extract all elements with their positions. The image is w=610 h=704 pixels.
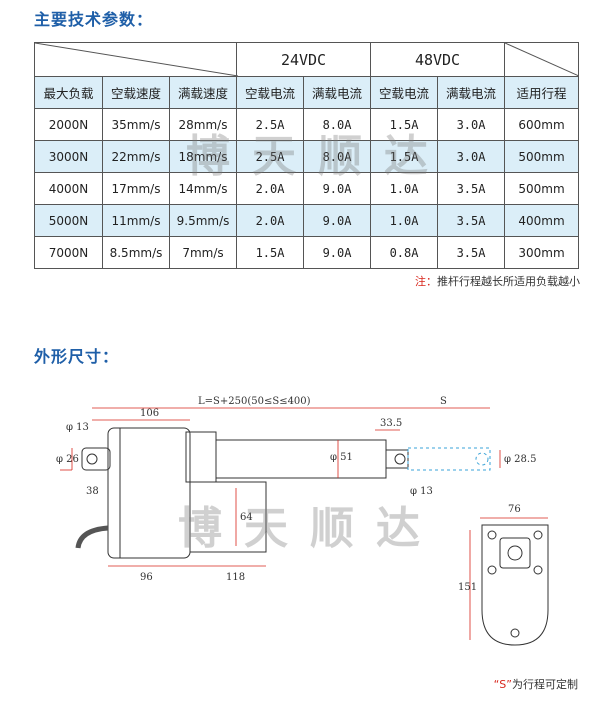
front-pin-hole (394, 453, 406, 465)
table-row: 4000N 17mm/s 14mm/s 2.0A 9.0A 1.0A 3.5A … (34, 172, 580, 205)
cell-full-load-speed: 14mm/s (168, 172, 238, 205)
rear-view (481, 524, 549, 646)
header-full-load-speed: 满载速度 (168, 76, 238, 109)
cell-24v-full-load: 8.0A (303, 108, 372, 141)
dim-64: 64 (240, 512, 253, 523)
rear-pin-hole (86, 453, 98, 465)
footer-note: “S”为行程可定制 (494, 676, 578, 692)
cell-no-load-speed: 11mm/s (102, 204, 170, 237)
cell-48v-full-load: 3.5A (437, 172, 506, 205)
cell-full-load-speed: 28mm/s (168, 108, 238, 141)
extended-rod (407, 447, 491, 471)
cell-load: 3000N (34, 140, 103, 173)
table-row: 7000N 8.5mm/s 7mm/s 1.5A 9.0A 0.8A 3.5A … (34, 236, 580, 269)
cell-48v-no-load: 1.5A (370, 140, 439, 173)
cell-full-load-speed: 7mm/s (168, 236, 238, 269)
note-text: 推杆行程越长所适用负载越小 (437, 275, 580, 288)
table-row: 3000N 22mm/s 18mm/s 2.5A 8.0A 1.5A 3.0A … (34, 140, 580, 173)
dim-phi13-right: φ 13 (410, 486, 433, 497)
header-stroke: 适用行程 (504, 76, 580, 109)
cell-stroke: 300mm (504, 236, 580, 269)
table-note: 注：推杆行程越长所适用负载越小 (415, 273, 580, 289)
cell-48v-no-load: 1.0A (370, 172, 439, 205)
header-max-load: 最大负载 (34, 76, 103, 109)
cell-48v-no-load: 0.8A (370, 236, 439, 269)
dim-76: 76 (508, 504, 521, 515)
header-48v-no-load-current: 空载电流 (370, 76, 439, 109)
cell-24v-no-load: 2.0A (236, 204, 305, 237)
table-corner-diagonal (33, 42, 238, 77)
dim-38: 38 (86, 486, 99, 497)
cell-no-load-speed: 8.5mm/s (102, 236, 170, 269)
header-no-load-speed: 空载速度 (102, 76, 170, 109)
dim-phi13-left: φ 13 (66, 422, 89, 433)
diagonal-line (35, 43, 238, 76)
cell-48v-full-load: 3.5A (437, 204, 506, 237)
cell-stroke: 600mm (504, 108, 580, 141)
actuator-drawing: L=S+250(50≤S≤400) S 106 33.5 φ 13 φ 26 3… (56, 396, 549, 646)
cell-load: 4000N (34, 172, 103, 205)
section-title-dimensions: 外形尺寸： (34, 347, 120, 366)
table-corner-diagonal-right (504, 42, 580, 77)
cell-48v-full-load: 3.0A (437, 108, 506, 141)
voltage-24-header: 24VDC (236, 42, 372, 77)
cell-48v-no-load: 1.0A (370, 204, 439, 237)
cell-24v-full-load: 8.0A (303, 140, 372, 173)
dim-96: 96 (140, 572, 153, 583)
diagonal-line (505, 43, 580, 76)
dim-118: 118 (226, 572, 245, 583)
outer-tube (215, 439, 387, 479)
header-48v-full-load-current: 满载电流 (437, 76, 506, 109)
dim-stroke: S (440, 396, 447, 407)
cell-stroke: 400mm (504, 204, 580, 237)
dim-phi51: φ 51 (330, 452, 353, 463)
header-24v-no-load-current: 空载电流 (236, 76, 305, 109)
cell-24v-no-load: 2.0A (236, 172, 305, 205)
table-row: 5000N 11mm/s 9.5mm/s 2.0A 9.0A 1.0A 3.5A… (34, 204, 580, 237)
cell-24v-full-load: 9.0A (303, 236, 372, 269)
cell-load: 7000N (34, 236, 103, 269)
note-prefix: 注： (415, 275, 437, 288)
motor (189, 481, 267, 553)
inner-rod (385, 449, 409, 469)
cell-stroke: 500mm (504, 140, 580, 173)
footer-text: 为行程可定制 (512, 678, 578, 691)
table-row: 2000N 35mm/s 28mm/s 2.5A 8.0A 1.5A 3.0A … (34, 108, 580, 141)
dim-33-5: 33.5 (380, 418, 402, 429)
cell-load: 2000N (34, 108, 103, 141)
cell-48v-full-load: 3.0A (437, 140, 506, 173)
cell-24v-no-load: 2.5A (236, 108, 305, 141)
cell-no-load-speed: 35mm/s (102, 108, 170, 141)
dim-106: 106 (140, 408, 159, 419)
cell-no-load-speed: 17mm/s (102, 172, 170, 205)
cell-48v-no-load: 1.5A (370, 108, 439, 141)
cell-24v-full-load: 9.0A (303, 204, 372, 237)
cell-load: 5000N (34, 204, 103, 237)
dim-length-formula: L=S+250(50≤S≤400) (198, 396, 311, 407)
dim-151: 151 (458, 582, 477, 593)
dim-phi28-5: φ 28.5 (504, 454, 536, 465)
cell-24v-no-load: 2.5A (236, 140, 305, 173)
cell-full-load-speed: 9.5mm/s (168, 204, 238, 237)
section-title-tech-params: 主要技术参数： (34, 10, 154, 29)
rear-clevis (81, 447, 111, 471)
cell-full-load-speed: 18mm/s (168, 140, 238, 173)
cell-24v-no-load: 1.5A (236, 236, 305, 269)
cell-24v-full-load: 9.0A (303, 172, 372, 205)
cell-stroke: 500mm (504, 172, 580, 205)
footer-quote-s: “S” (493, 678, 512, 691)
cell-no-load-speed: 22mm/s (102, 140, 170, 173)
spec-table: 24VDC 48VDC 最大负载 空载速度 满载速度 空载电流 满载电流 空载电… (33, 42, 580, 269)
dim-phi26: φ 26 (56, 454, 79, 465)
power-cable (75, 525, 109, 549)
voltage-48-header: 48VDC (370, 42, 506, 77)
header-24v-full-load-current: 满载电流 (303, 76, 372, 109)
cell-48v-full-load: 3.5A (437, 236, 506, 269)
